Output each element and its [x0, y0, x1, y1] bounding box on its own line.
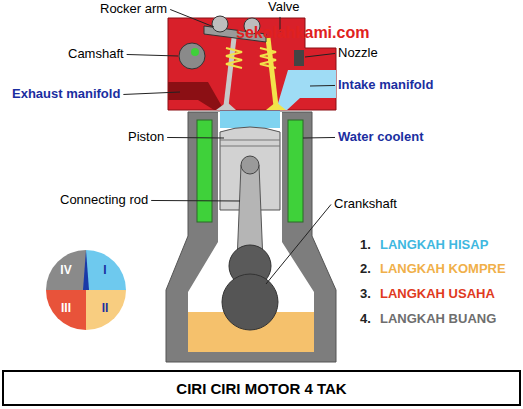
part-label: Nozzle	[338, 46, 378, 61]
nozzle	[294, 50, 304, 66]
leader-line	[170, 9, 214, 27]
leader-line	[266, 204, 331, 284]
stroke-numeral: II	[102, 302, 109, 316]
leader-line	[305, 53, 335, 57]
piston-pin	[241, 156, 259, 174]
part-label: Connecting rod	[60, 193, 148, 208]
rocker-pivot	[212, 16, 228, 32]
intake-valve	[268, 38, 276, 106]
stroke-sector	[86, 250, 126, 290]
water-jacket	[197, 120, 212, 222]
engine-block	[166, 112, 336, 362]
pie-needle	[83, 250, 89, 290]
crankshaft	[222, 274, 278, 330]
stroke-numeral: III	[61, 302, 71, 316]
valve-head	[216, 102, 236, 110]
valve-spring	[226, 48, 242, 68]
leader-line	[123, 92, 180, 94]
stroke-numeral: IV	[60, 264, 71, 278]
leader-line	[127, 54, 178, 56]
list-number: 2.	[360, 262, 371, 277]
part-label: Exhaust manifold	[12, 87, 120, 102]
leader-line	[167, 137, 224, 139]
combustion-chamber	[220, 110, 280, 128]
stroke-sector	[46, 290, 86, 330]
piston-ring	[220, 146, 280, 147]
valve-head	[266, 102, 286, 110]
intake-port	[276, 70, 336, 110]
leader-line	[303, 137, 335, 139]
list-number: 4.	[360, 312, 371, 327]
camshaft	[179, 43, 205, 69]
part-label: Piston	[128, 130, 164, 145]
stroke-numeral: I	[103, 264, 106, 278]
piston-ring	[220, 140, 280, 141]
part-label: Water coolent	[338, 130, 423, 145]
list-number: 1.	[360, 238, 371, 253]
caption: CIRI CIRI MOTOR 4 TAK	[176, 380, 346, 397]
part-label: Valve	[268, 0, 300, 15]
leader-line	[310, 85, 335, 87]
water-jacket	[288, 120, 303, 222]
exhaust-port	[168, 82, 224, 110]
crankcase-inner	[188, 112, 314, 352]
stroke-sector	[86, 290, 126, 330]
stroke-name: LANGKAH USAHA	[380, 287, 495, 302]
caption-bar: CIRI CIRI MOTOR 4 TAK	[2, 370, 521, 406]
part-label: Intake manifold	[338, 78, 433, 93]
stroke-name: LANGKAH BUANG	[380, 312, 496, 327]
cam-lobe	[191, 48, 199, 56]
leader-line	[151, 200, 240, 202]
stroke-sector	[46, 250, 86, 290]
part-label: Camshaft	[68, 47, 124, 62]
part-label: Crankshaft	[334, 197, 397, 212]
list-number: 3.	[360, 287, 371, 302]
stroke-name: LANGKAH HISAP	[380, 238, 488, 253]
stroke-name: LANGKAH KOMPRE	[380, 262, 506, 277]
valve-spring	[260, 48, 276, 68]
part-label: Rocker arm	[100, 2, 167, 17]
watermark: sekolahkami.com	[236, 24, 369, 42]
